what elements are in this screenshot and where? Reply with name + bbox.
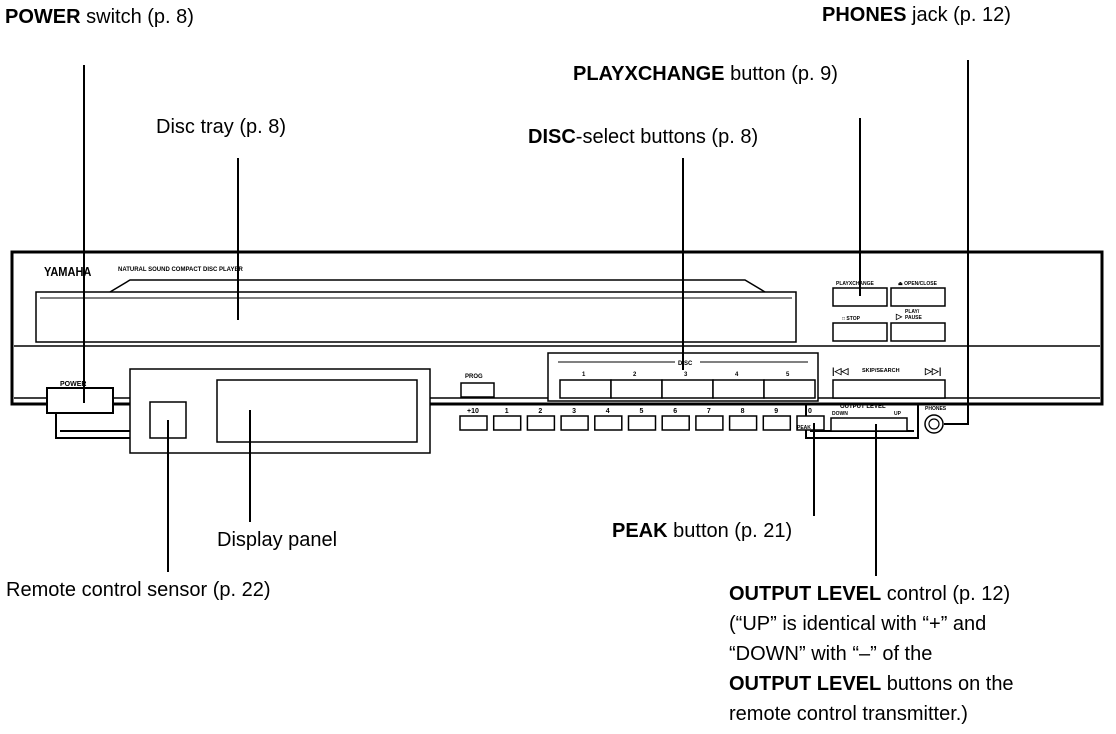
down-label: DOWN: [832, 411, 848, 417]
disc-number-label: 2: [633, 372, 637, 378]
output-note-line1: (“UP” is identical with “+” and: [729, 613, 987, 635]
disc-number-label: 1: [582, 372, 586, 378]
output-note-line2: “DOWN” with “–” of the: [729, 643, 933, 665]
number-key-6[interactable]: [661, 415, 690, 431]
prog-label: PROG: [465, 374, 483, 380]
key-label: 2: [538, 408, 542, 415]
key-label: 5: [640, 408, 644, 415]
number-key-4[interactable]: [594, 415, 623, 431]
disc-number-label: 5: [786, 372, 790, 378]
key-label: +10: [467, 408, 479, 415]
power-label: POWER: [60, 381, 86, 388]
phones-leader: [944, 60, 969, 425]
number-key-plus10[interactable]: [459, 415, 488, 431]
open-close-button[interactable]: [890, 287, 946, 307]
key-label: 4: [606, 408, 610, 415]
key-label: 0: [808, 408, 812, 415]
skip-forward-icon: ▷▷|: [924, 366, 941, 376]
disc-button-1[interactable]: [559, 379, 612, 399]
key-label: 7: [707, 408, 711, 415]
playxchange-label: PLAYXCHANGE: [836, 281, 875, 287]
number-key-2[interactable]: [526, 415, 556, 431]
number-key-8[interactable]: [728, 415, 758, 431]
up-label: UP: [894, 411, 902, 417]
output-level-callout: OUTPUT LEVEL control (p. 12): [729, 583, 1011, 605]
leader-lines: [83, 60, 969, 576]
disc-tray-callout: Disc tray (p. 8): [156, 116, 287, 138]
disc-number-label: 3: [684, 372, 688, 378]
disc-select-callout: DISC-select buttons (p. 8): [528, 126, 759, 148]
skip-back-icon: |◁◁: [832, 366, 849, 376]
output-note-line3: OUTPUT LEVEL buttons on the: [729, 673, 1014, 695]
number-key-1[interactable]: [492, 415, 522, 431]
peak-callout: PEAK button (p. 21): [612, 520, 793, 542]
play-label: PLAY/: [905, 309, 920, 315]
skip-search-button[interactable]: [832, 379, 946, 399]
brand-logo: YAMAHA: [44, 264, 92, 279]
number-key-3[interactable]: [560, 415, 589, 431]
stop-button[interactable]: [832, 322, 888, 342]
number-key-5[interactable]: [627, 415, 657, 431]
power-switch[interactable]: [46, 387, 114, 414]
peak-label: PEAK: [797, 425, 811, 431]
number-key-9[interactable]: [762, 415, 792, 431]
model-name: NATURAL SOUND COMPACT DISC PLAYER: [118, 267, 243, 273]
remote-sensor-callout: Remote control sensor (p. 22): [6, 579, 271, 601]
disc-button-3[interactable]: [661, 379, 714, 399]
disc-buttons: 1 2 3 4 5: [559, 372, 816, 399]
output-note-line4: remote control transmitter.): [729, 703, 968, 725]
display-window: [216, 379, 418, 443]
playxchange-callout: PLAYXCHANGE button (p. 9): [573, 63, 838, 85]
output-level-control[interactable]: [830, 417, 908, 432]
key-label: 6: [673, 408, 677, 415]
open-close-label: ⏏ OPEN/CLOSE: [898, 281, 938, 287]
disc-number-label: 4: [735, 372, 739, 378]
disc-button-5[interactable]: [763, 379, 816, 399]
key-label: 3: [572, 408, 576, 415]
play-pause-icon: ▷: [895, 312, 903, 321]
stop-label: □ STOP: [842, 316, 861, 322]
key-label: 8: [741, 408, 745, 415]
disc-button-2[interactable]: [610, 379, 663, 399]
display-panel-callout: Display panel: [217, 529, 338, 551]
phones-label: PHONES: [925, 406, 947, 412]
output-level-label: OUTPUT LEVEL: [840, 404, 886, 410]
disc-button-4[interactable]: [712, 379, 765, 399]
disc-label: DISC: [678, 361, 693, 367]
power-callout: POWER switch (p. 8): [5, 6, 194, 28]
phones-callout: PHONES jack (p. 12): [822, 4, 1011, 26]
number-key-0[interactable]: [796, 415, 825, 431]
play-pause-button[interactable]: [890, 322, 946, 342]
numeric-keys: +10 1 2 3 4 5 6 7 8 9 0: [459, 408, 825, 431]
number-key-7[interactable]: [695, 415, 724, 431]
prog-button[interactable]: [460, 382, 495, 398]
key-label: 1: [505, 408, 509, 415]
skip-search-label: SKIP/SEARCH: [862, 368, 900, 374]
key-label: 9: [774, 408, 778, 415]
pause-label: PAUSE: [905, 315, 923, 321]
